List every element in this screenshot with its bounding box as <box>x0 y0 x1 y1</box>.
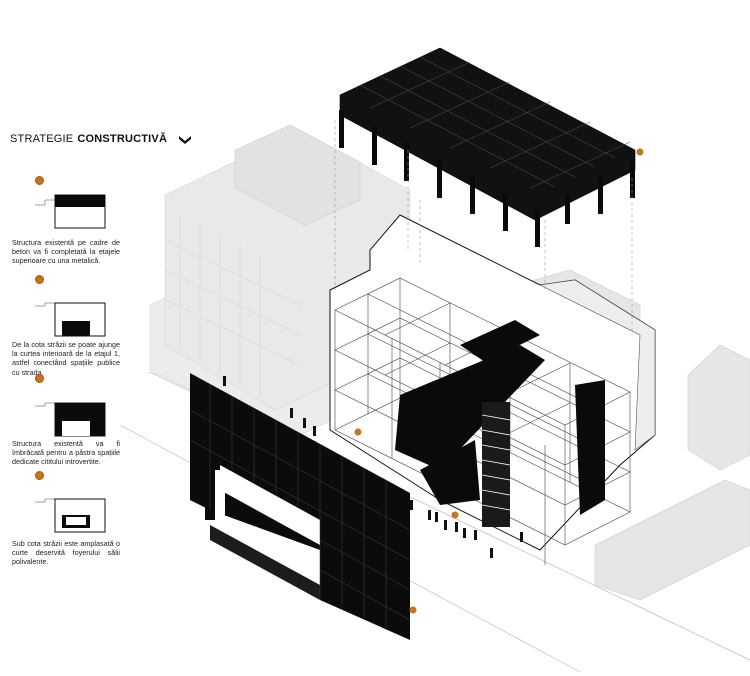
metal-structure <box>339 47 636 247</box>
drawing-step-markers <box>354 148 644 614</box>
step-text-3: Structura existentă va fi îmbrăcată pent… <box>12 439 120 467</box>
title-bold: CONSTRUCTIVĂ <box>77 133 168 145</box>
step-marker-3 <box>35 374 44 383</box>
legend-diagram-3 <box>35 402 106 437</box>
people-silhouettes <box>223 376 523 558</box>
legend-diagram-1 <box>35 194 106 229</box>
envelope-gray-wing <box>539 279 656 451</box>
step-text-4: Sub cota străzii este amplasată o curte … <box>12 539 120 567</box>
step-marker-4 <box>35 471 44 480</box>
projection-lines <box>334 120 633 335</box>
step-marker-2 <box>35 275 44 284</box>
legend-diagram-2 <box>35 302 106 337</box>
black-facade-screen <box>189 373 411 640</box>
dark-interior <box>395 320 605 515</box>
page-title: STRATEGIE CONSTRUCTIVĂ <box>10 133 192 145</box>
step-marker-1 <box>35 176 44 185</box>
step-text-1: Structura existentă pe cadre de beton va… <box>12 238 120 266</box>
spiral-staircase <box>481 402 511 527</box>
step-text-2: De la cota străzii se poate ajunge la cu… <box>12 340 120 377</box>
legend-diagram-4 <box>35 498 106 533</box>
title-regular: STRATEGIE <box>10 133 74 145</box>
chevron-down-icon <box>179 136 192 144</box>
